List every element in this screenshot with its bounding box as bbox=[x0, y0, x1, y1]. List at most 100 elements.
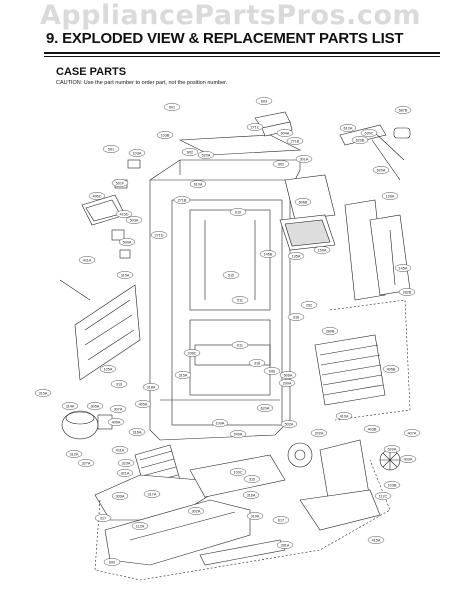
callout-label: 500A bbox=[123, 240, 132, 244]
callout-label: 415A bbox=[372, 538, 381, 542]
callout-label: 310A bbox=[251, 514, 260, 518]
callout-135a: 135A bbox=[287, 252, 305, 260]
callout-202a: 202A bbox=[310, 429, 328, 437]
callout-label: 112C bbox=[379, 494, 388, 498]
callout-316a: 316A bbox=[242, 491, 260, 499]
callout-label: 405A bbox=[139, 402, 148, 406]
callout-label: 301A bbox=[300, 157, 309, 161]
callout-406c: 406C bbox=[88, 192, 106, 200]
callout-label: 103A bbox=[133, 151, 142, 155]
callout-label: 316A bbox=[247, 493, 256, 497]
callout-label: 511 bbox=[237, 298, 243, 302]
callout-label: 103C bbox=[233, 470, 242, 474]
callout-label: 271B bbox=[291, 139, 300, 143]
callout-label: 315A bbox=[179, 373, 188, 377]
callout-105a: 105A bbox=[99, 365, 117, 373]
callout-label: 316A bbox=[133, 430, 142, 434]
callout-315: 315 bbox=[243, 475, 261, 483]
callout-label: 112A bbox=[136, 524, 145, 528]
callout-label: 145B bbox=[264, 252, 273, 256]
callout-label: 317 bbox=[100, 516, 106, 520]
callout-316a: 316A bbox=[128, 428, 146, 436]
callout-620a: 620A bbox=[372, 166, 390, 174]
callout-label: 501F bbox=[116, 181, 125, 185]
callout-label: 100A bbox=[216, 421, 225, 425]
callout-label: 600 bbox=[109, 560, 115, 564]
callout-label: 411A bbox=[116, 448, 125, 452]
callout-281a: 281A bbox=[276, 541, 294, 549]
callout-label: 252 bbox=[306, 303, 312, 307]
callout-606b: 606B bbox=[294, 198, 312, 206]
callout-label: 281A bbox=[281, 543, 290, 547]
callout-252: 252 bbox=[300, 301, 318, 309]
callout-317: 317 bbox=[94, 514, 112, 522]
callout-label: 603 bbox=[261, 99, 267, 103]
callout-405b: 405B bbox=[382, 365, 400, 373]
callout-label: 316 bbox=[293, 315, 299, 319]
front-cover bbox=[199, 489, 381, 566]
top-panel bbox=[178, 134, 302, 156]
callout-label: 403B bbox=[368, 427, 377, 431]
callout-316: 316 bbox=[287, 313, 305, 321]
callout-409a: 409A bbox=[107, 418, 125, 426]
callout-label: 601 bbox=[169, 105, 175, 109]
callout-501: 501 bbox=[102, 145, 120, 153]
callout-112c: 112C bbox=[374, 492, 392, 500]
callout-617: 617 bbox=[272, 516, 290, 524]
callout-611: 611 bbox=[231, 341, 249, 349]
callout-label: 612A bbox=[344, 126, 353, 130]
callout-411a: 411A bbox=[78, 256, 96, 264]
back-cover bbox=[59, 279, 141, 381]
callout-label: 317A bbox=[148, 492, 157, 496]
callout-label: 410A bbox=[340, 414, 349, 418]
callout-label: 606A bbox=[284, 373, 293, 377]
callout-687b: 687B bbox=[394, 106, 412, 114]
callout-602: 602 bbox=[272, 160, 290, 168]
callout-label: 515 bbox=[228, 273, 234, 277]
callout-307a: 307A bbox=[109, 405, 127, 413]
callout-label: 610 bbox=[235, 210, 241, 214]
callout-315a: 315A bbox=[174, 371, 192, 379]
callout-label: 323A bbox=[122, 461, 131, 465]
callout-511: 511 bbox=[231, 296, 249, 304]
callout-302a: 302A bbox=[187, 507, 205, 515]
callout-label: 302A bbox=[192, 509, 201, 513]
callout-label: 617 bbox=[278, 518, 284, 522]
callout-label: 314A bbox=[66, 404, 75, 408]
callout-label: 271D bbox=[154, 233, 163, 237]
callout-403a: 403A bbox=[399, 455, 417, 463]
callout-label: 315A bbox=[121, 273, 130, 277]
callout-126a: 126A bbox=[381, 192, 399, 200]
callout-label: 271C bbox=[250, 125, 259, 129]
callout-620b: 620B bbox=[351, 136, 369, 144]
callout-label: 620A bbox=[261, 406, 270, 410]
callout-label: 282B bbox=[403, 290, 412, 294]
right-duct bbox=[344, 199, 411, 301]
callout-312a: 312A bbox=[65, 450, 83, 458]
callout-label: 321A bbox=[121, 471, 130, 475]
callout-327a: 327A bbox=[77, 459, 95, 467]
callout-500a: 500A bbox=[118, 238, 136, 246]
callout-603: 603 bbox=[255, 97, 273, 105]
callout-label: 307A bbox=[114, 407, 123, 411]
callout-label: 606B bbox=[299, 200, 308, 204]
callout-label: 280B bbox=[326, 329, 335, 333]
callout-label: 318A bbox=[147, 385, 156, 389]
callout-515: 515 bbox=[222, 271, 240, 279]
callout-label: 105A bbox=[104, 367, 113, 371]
callout-label: 403A bbox=[404, 457, 413, 461]
callout-label: 502A bbox=[285, 422, 294, 426]
callout-label: 318 bbox=[254, 361, 260, 365]
callout-label: 606 bbox=[269, 369, 275, 373]
callout-403b: 403B bbox=[363, 425, 381, 433]
callout-label: 145A bbox=[399, 266, 408, 270]
callout-103c: 103C bbox=[229, 468, 247, 476]
lamp-cover bbox=[81, 194, 126, 226]
callout-145b: 145B bbox=[259, 250, 277, 258]
callout-label: 620A bbox=[388, 447, 397, 451]
callout-label: 150A bbox=[318, 248, 327, 252]
callout-label: 620A bbox=[377, 168, 386, 172]
callout-label: 406C bbox=[92, 194, 101, 198]
callout-407a: 407A bbox=[403, 429, 421, 437]
caution-note: CAUTION: Use the part number to order pa… bbox=[56, 80, 228, 86]
